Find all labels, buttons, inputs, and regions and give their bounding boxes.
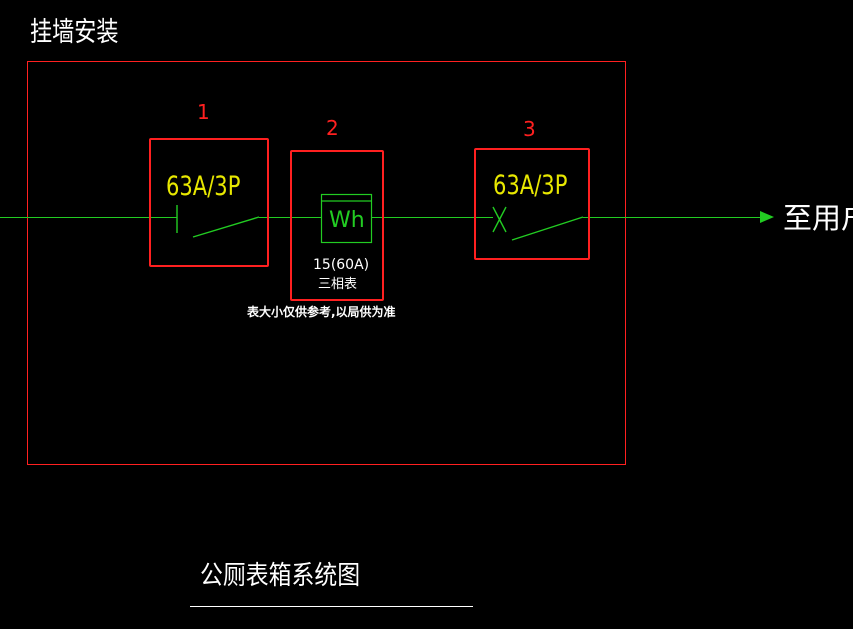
meter-symbol-icon bbox=[320, 193, 373, 244]
feed-wire-incoming bbox=[0, 217, 177, 218]
device-number-1: 1 bbox=[197, 100, 210, 124]
destination-label: 至用户 bbox=[783, 201, 853, 235]
device-number-2: 2 bbox=[326, 116, 339, 140]
meter-type-label: 三相表 bbox=[318, 277, 358, 292]
breaker-1-switch-icon bbox=[176, 205, 260, 238]
breaker-1-blade bbox=[192, 216, 260, 238]
meter-box-enclosure bbox=[27, 61, 626, 465]
breaker-3-blade bbox=[511, 216, 584, 241]
diagram-caption: 公厕表箱系统图 bbox=[200, 561, 361, 591]
device-box-3 bbox=[474, 148, 590, 260]
device-box-1 bbox=[149, 138, 269, 267]
meter-size-note: 表大小仅供参考,以局供为准 bbox=[247, 305, 396, 319]
meter-wh-label: Wh bbox=[329, 208, 365, 233]
installation-heading: 挂墙安装 bbox=[30, 17, 119, 48]
meter-symbol-frame bbox=[320, 193, 373, 244]
feed-wire-outgoing bbox=[583, 217, 763, 218]
breaker-3-switch-icon bbox=[492, 206, 584, 241]
arrow-right-icon bbox=[760, 211, 774, 223]
caption-underline bbox=[190, 606, 473, 607]
meter-current-rating: 15(60A) bbox=[313, 257, 370, 273]
breaker-3-rating: 63A/3P bbox=[493, 170, 568, 201]
device-box-2 bbox=[290, 150, 384, 301]
feed-wire-meter-to-breaker3 bbox=[371, 217, 493, 218]
breaker-3-trip-mark-b bbox=[492, 206, 507, 233]
device-number-3: 3 bbox=[523, 117, 536, 141]
breaker-1-rating: 63A/3P bbox=[166, 171, 241, 202]
